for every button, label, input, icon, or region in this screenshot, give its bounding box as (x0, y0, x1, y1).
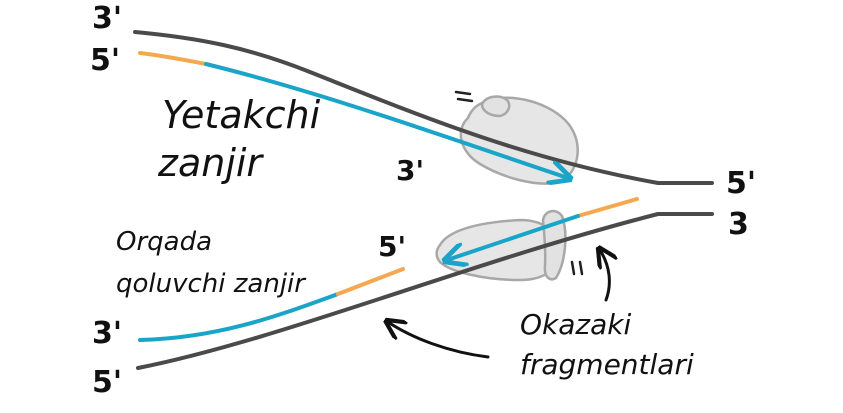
okazaki-label-line1: Okazaki (520, 308, 631, 341)
end-label-leading-tip: 3' (396, 154, 424, 187)
lagging-strand-title-line1: Orqada (116, 227, 212, 257)
okazaki-fragment-arrow (447, 214, 580, 260)
lagging-strand (138, 292, 340, 342)
okazaki-pointer-left (388, 322, 490, 359)
okazaki-pointer-right (600, 250, 609, 302)
leading-strand-arrow (204, 62, 568, 178)
lagging-primer-lower (336, 267, 405, 296)
leading-primer (138, 51, 208, 66)
end-label-right-lower: 3 (728, 207, 749, 242)
end-label-right-upper: 5' (726, 166, 756, 201)
lower-template-strand (136, 212, 714, 370)
end-label-lagging-fragment: 5' (378, 230, 406, 263)
leading-strand-title-line1: Yetakchi (162, 93, 321, 137)
leading-strand-title-line2: zanjir (157, 141, 264, 185)
okazaki-label-line2: fragmentlari (520, 348, 694, 381)
lagging-strand-title-line2: qoluvchi zanjir (116, 269, 307, 299)
polymerase-upper (454, 90, 579, 185)
end-label-lagging-left: 3' (92, 316, 122, 351)
end-label-top-template-left: 3' (92, 1, 122, 36)
end-label-leading-left: 5' (90, 43, 120, 78)
lagging-primer-upper (576, 197, 639, 218)
end-label-bottom-template-left: 5' (92, 365, 122, 400)
